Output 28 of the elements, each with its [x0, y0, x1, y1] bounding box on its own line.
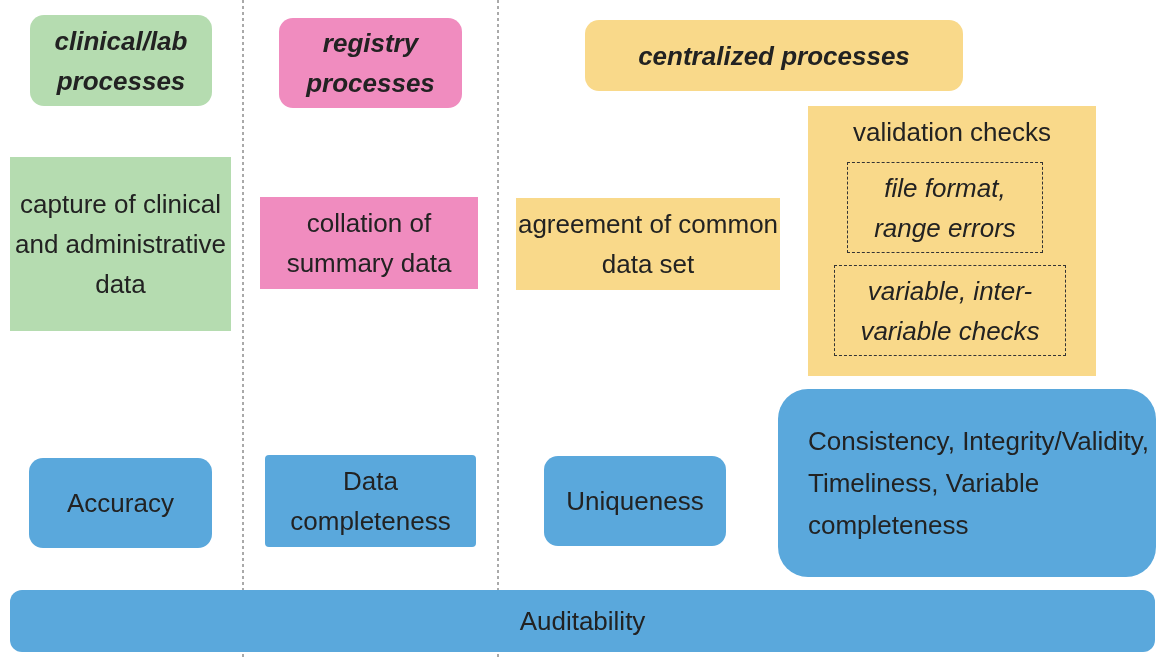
quality-box — [544, 456, 726, 546]
box-text: agreement of common data set — [516, 208, 780, 281]
heading-box — [279, 18, 462, 108]
heading-box — [585, 20, 963, 91]
quality-box — [778, 389, 1156, 577]
heading-text: centralized processes — [638, 39, 910, 73]
process-panel — [808, 106, 1096, 376]
check-text: file format, range errors — [873, 171, 1017, 245]
quality-bar — [10, 590, 1155, 652]
process-box — [260, 197, 478, 289]
process-box — [516, 198, 780, 290]
box-text: Data completeness — [289, 465, 452, 538]
check-box — [847, 162, 1043, 253]
heading-text: registry processes — [304, 27, 436, 100]
process-box — [10, 157, 231, 331]
check-box — [834, 265, 1066, 356]
box-text: Auditability — [519, 605, 646, 638]
heading-text: clinical/lab processes — [53, 24, 189, 98]
box-text: Accuracy — [67, 487, 174, 520]
check-text: variable, inter-variable checks — [859, 274, 1041, 348]
quality-box — [265, 455, 476, 547]
quality-box — [29, 458, 212, 548]
box-text: Uniqueness — [566, 485, 704, 518]
box-text: validation checks — [853, 116, 1051, 149]
heading-box — [30, 15, 212, 106]
box-text: capture of clinical and administrative data — [14, 188, 227, 301]
box-text: collation of summary data — [285, 207, 453, 280]
box-text: Consistency, Integrity/Validity, Timeliness, Variable completeness — [808, 425, 1151, 542]
